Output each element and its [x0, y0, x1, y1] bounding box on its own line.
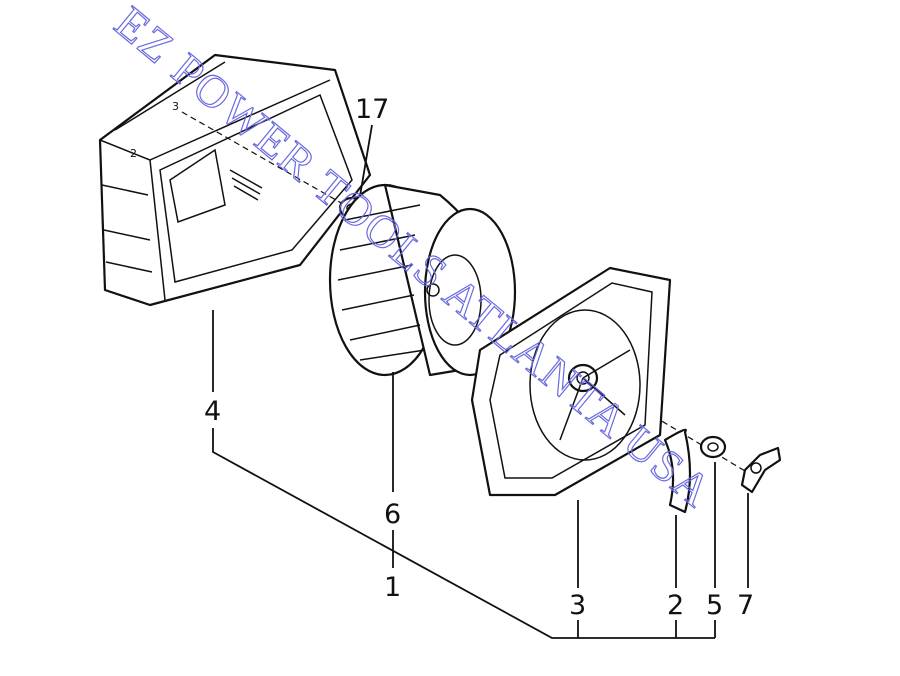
callout-17: 17	[355, 94, 389, 125]
leader-lines	[212, 124, 749, 639]
washer	[699, 435, 727, 459]
air-cleaner-cover	[470, 266, 672, 497]
case-mark-side: 2	[130, 147, 137, 160]
air-cleaner-case: 3 2	[98, 53, 372, 307]
callout-2: 2	[667, 590, 684, 621]
wing-nut	[740, 446, 782, 494]
filter-element	[328, 183, 517, 377]
case-mark-top: 3	[172, 100, 179, 113]
center-axis-line	[181, 111, 351, 209]
callout-3: 3	[569, 590, 586, 621]
callout-7: 7	[737, 590, 754, 621]
callout-5: 5	[706, 590, 723, 621]
callout-1: 1	[384, 572, 401, 603]
seal-crescent	[663, 428, 692, 514]
callout-4: 4	[204, 396, 221, 427]
callout-6: 6	[384, 499, 401, 530]
